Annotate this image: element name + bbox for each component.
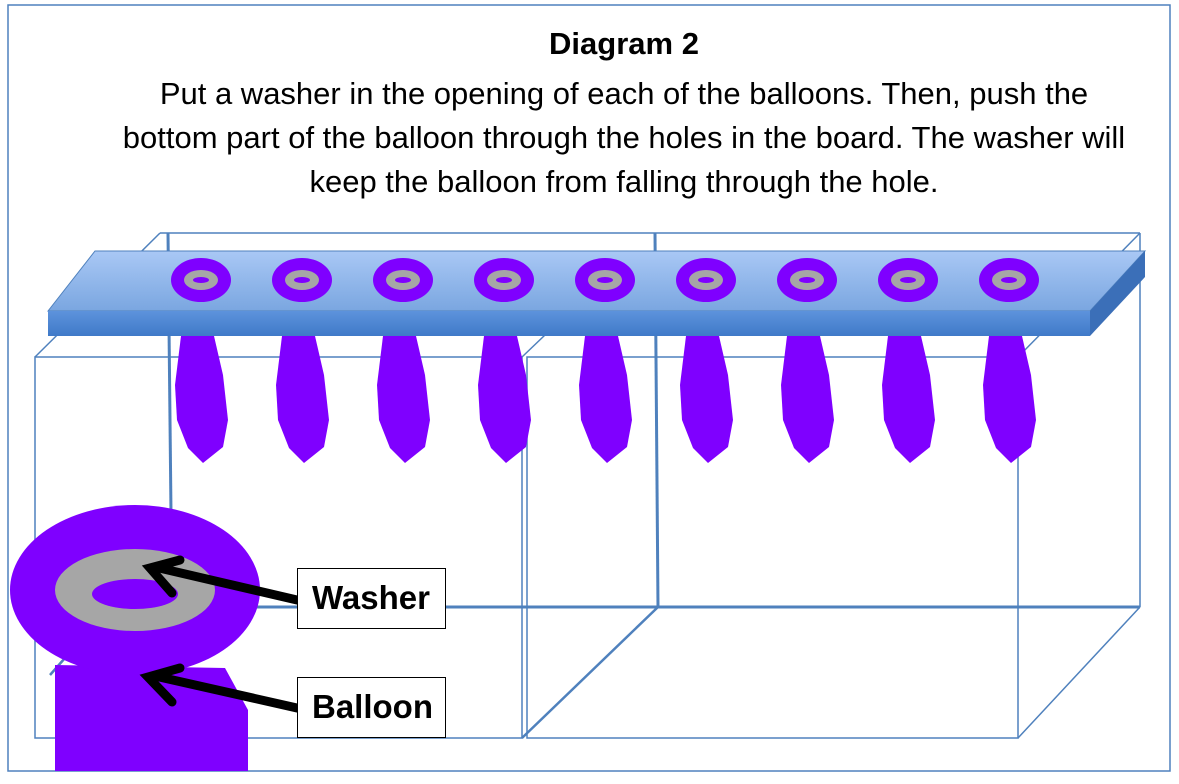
diagram-title: Diagram 2 bbox=[549, 26, 699, 61]
washer-hole bbox=[1001, 277, 1017, 283]
balloon bbox=[983, 336, 1036, 463]
washer-hole bbox=[395, 277, 411, 283]
balloon-label: Balloon bbox=[297, 677, 446, 738]
washer-arrow bbox=[150, 562, 302, 605]
balloons bbox=[171, 258, 1039, 463]
balloon bbox=[781, 336, 834, 463]
closeup-balloon bbox=[10, 505, 260, 771]
balloon bbox=[680, 336, 733, 463]
arrows bbox=[139, 555, 302, 713]
balloon bbox=[276, 336, 329, 463]
balloon bbox=[175, 336, 228, 463]
balloon-arrow bbox=[150, 671, 302, 713]
washer-hole bbox=[193, 277, 209, 283]
washer-hole bbox=[799, 277, 815, 283]
balloon bbox=[478, 336, 531, 463]
balloon bbox=[579, 336, 632, 463]
washer-hole bbox=[294, 277, 310, 283]
balloon bbox=[377, 336, 430, 463]
washer-hole bbox=[900, 277, 916, 283]
washer-hole bbox=[597, 277, 613, 283]
instructions-text: Put a washer in the opening of each of t… bbox=[122, 76, 1126, 199]
washer-hole bbox=[698, 277, 714, 283]
washer-label: Washer bbox=[297, 568, 446, 629]
washer-hole bbox=[496, 277, 512, 283]
frame bbox=[7, 4, 1171, 772]
balloon bbox=[882, 336, 935, 463]
